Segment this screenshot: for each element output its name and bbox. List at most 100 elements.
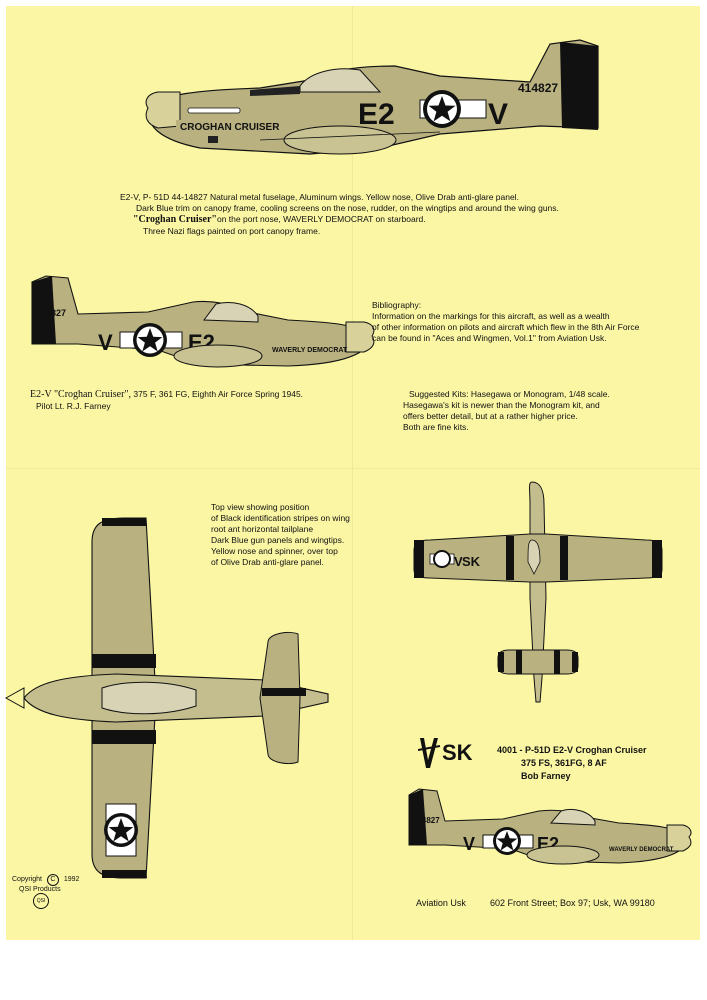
bibliography-line-2: of other information on pilots and aircr… <box>372 322 640 332</box>
radiator-scoop <box>173 344 263 368</box>
wing-insignia <box>429 550 455 568</box>
desc-line-3: "Croghan Cruiser"on the port nose, WAVER… <box>133 214 426 225</box>
caption-2-line-2: Pilot Lt. R.J. Farney <box>36 401 111 411</box>
port-wing <box>91 517 157 699</box>
radiator-scoop <box>526 845 600 865</box>
id-stripe-starboard <box>560 536 568 580</box>
fold-line <box>6 468 700 469</box>
aircraft-port-large: E2 V 414827 CROGHAN CRUISER <box>145 39 599 155</box>
footer-address: 602 Front Street; Box 97; Usk, WA 99180 <box>490 898 655 908</box>
aircraft-topview-large <box>4 517 329 879</box>
tailplane <box>497 649 579 675</box>
tail-black <box>560 42 598 130</box>
caption-2-details: 375 F, 361 FG, Eighth Air Force Spring 1… <box>133 389 304 399</box>
tail-serial: 414827 <box>413 816 440 825</box>
id-stripe-port <box>92 654 156 668</box>
footer-company: Aviation Usk <box>416 898 466 908</box>
spinner <box>666 824 692 852</box>
logo-text: SK <box>442 740 473 765</box>
exhaust-panel <box>187 107 241 114</box>
wingtip-starboard <box>102 870 147 878</box>
canopy <box>101 681 197 715</box>
kits-line-1: Suggested Kits: Hasegawa or Monogram, 1/… <box>409 389 610 399</box>
tailtip-port <box>498 652 504 672</box>
canopy <box>549 808 596 826</box>
canopy <box>203 302 259 323</box>
canopy <box>527 539 541 575</box>
radiator-scoop <box>283 125 397 155</box>
canopy <box>299 68 382 93</box>
aircraft-starboard-small: V E2 414827 WAVERLY DEMOCRAT <box>408 788 692 865</box>
nose-name: WAVERLY DEMOCRAT <box>609 847 674 853</box>
topview-line-2: of Black identification stripes on wing <box>211 513 350 523</box>
desc-line-3-rest: on the port nose, WAVERLY DEMOCRAT on st… <box>216 214 426 224</box>
wing-code-sk: SK <box>462 554 481 569</box>
wingtip-port <box>414 540 424 578</box>
tail-stripe <box>262 688 306 696</box>
product-line-1: 4001 - P-51D E2-V Croghan Cruiser <box>497 745 647 755</box>
aircraft-topview-small: V SK <box>413 481 663 703</box>
product-line-3: Bob Farney <box>521 771 571 781</box>
wing-root-line <box>259 131 441 141</box>
tailtip-starboard <box>572 652 578 672</box>
fuselage-code-e2: E2 <box>358 98 395 131</box>
spinner <box>145 91 181 129</box>
caption-2-title: E2-V "Croghan Cruiser", <box>30 389 132 400</box>
topview-line-6: of Olive Drab anti-glare panel. <box>211 557 324 567</box>
copyright-label: Copyright <box>12 876 42 883</box>
topview-line-5: Yellow nose and spinner, over top <box>211 546 338 556</box>
national-insignia <box>419 90 487 128</box>
exhaust-stack <box>208 136 218 143</box>
tail-stripe-port <box>516 650 522 674</box>
tail-black <box>32 276 56 344</box>
copyright-symbol: C <box>46 874 59 886</box>
wingtip-port <box>102 518 147 526</box>
copyright-year: 1992 <box>63 876 80 883</box>
tailplane <box>259 631 301 765</box>
qsi-stamp: QSI <box>33 893 49 909</box>
kits-line-3: offers better detail, but at a rather hi… <box>403 411 578 421</box>
tail-serial: 414827 <box>518 81 558 95</box>
id-stripe-starboard <box>92 730 156 744</box>
tail-black <box>409 789 427 845</box>
fuselage-code-v: V <box>98 330 113 355</box>
kits-line-2: Hasegawa's kit is newer than the Monogra… <box>403 400 600 410</box>
vsk-logo: SK <box>418 736 478 770</box>
fuselage-code-v: V <box>488 98 508 131</box>
desc-line-1: E2-V, P- 51D 44-14827 Natural metal fuse… <box>120 192 519 202</box>
product-line-2: 375 FS, 361FG, 8 AF <box>521 758 607 768</box>
desc-line-4: Three Nazi flags painted on port canopy … <box>143 226 321 236</box>
topview-line-3: root ant horizontal tailplane <box>211 524 314 534</box>
logo-v-mark <box>420 738 438 768</box>
wingtip-starboard <box>652 540 662 578</box>
nose-name-bg <box>176 120 286 132</box>
tail-serial: 414827 <box>36 308 66 318</box>
wing-insignia <box>104 803 138 857</box>
fuselage-code-v: V <box>463 834 475 854</box>
topview-line-1: Top view showing position <box>211 502 310 512</box>
fuselage <box>31 275 373 367</box>
nose-name: CROGHAN CRUISER <box>180 122 280 133</box>
nose-name: WAVERLY DEMOCRAT <box>272 347 348 354</box>
topview-line-4: Dark Blue gun panels and wingtips. <box>211 535 345 545</box>
fuselage <box>408 788 690 864</box>
aircraft-starboard-medium: V E2 414827 WAVERLY DEMOCRAT <box>31 275 375 368</box>
bibliography-heading: Bibliography: <box>372 300 422 310</box>
desc-line-2: Dark Blue trim on canopy frame, cooling … <box>136 203 559 213</box>
tail-stripe-starboard <box>554 650 560 674</box>
national-insignia <box>119 323 183 357</box>
bibliography-line-1: Information on the markings for this air… <box>372 311 610 321</box>
wing-code-v: V <box>454 554 463 569</box>
id-stripe-port <box>506 536 514 580</box>
copyright-line-1: Copyright C 1992 <box>12 874 79 886</box>
kits-line-4: Both are fine kits. <box>403 422 469 432</box>
spinner <box>345 321 375 353</box>
fold-line <box>352 6 353 940</box>
copyright-company: QSI Products <box>19 886 61 893</box>
caption-2-line-1: E2-V "Croghan Cruiser", 375 F, 361 FG, E… <box>30 389 303 400</box>
national-insignia <box>482 827 534 855</box>
bibliography-line-3: can be found in "Aces and Wingmen, Vol.1… <box>372 333 607 343</box>
antiglare-panel <box>250 86 300 96</box>
spinner <box>4 687 25 709</box>
aircraft-name: "Croghan Cruiser" <box>133 214 217 225</box>
